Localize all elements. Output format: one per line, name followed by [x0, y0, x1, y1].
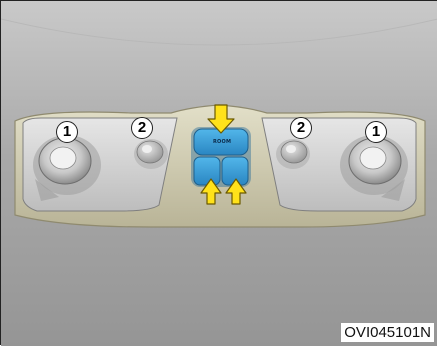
callout-right-lamp: 1: [365, 121, 387, 143]
room-button-label: ROOM: [213, 139, 231, 145]
callout-right-small-lamp: 2: [290, 117, 312, 139]
left-small-lamp: [134, 139, 168, 169]
right-small-lamp: [276, 139, 310, 169]
lamp-switch-cluster: [191, 127, 251, 187]
left-map-lamp-button: [194, 157, 220, 185]
figure-code-label: OVI045101N: [341, 323, 434, 342]
callout-left-small-lamp: 2: [131, 117, 153, 139]
callout-left-lamp: 1: [56, 121, 78, 143]
